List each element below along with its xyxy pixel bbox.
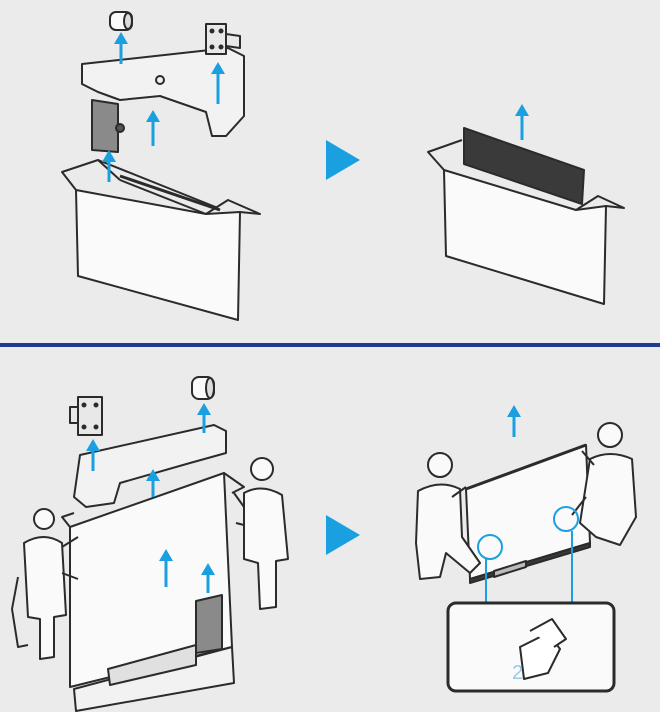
lift-arrows-group <box>86 403 521 593</box>
step-two-illustration: 2 <box>11 376 637 712</box>
person-left <box>11 508 79 660</box>
tv-box-open <box>61 159 261 321</box>
stand-plate <box>91 99 125 153</box>
lift-arrow-right <box>515 104 529 140</box>
lift-arrows-group <box>102 32 225 182</box>
foam-insert-top <box>81 47 245 137</box>
tv-in-box <box>427 127 625 305</box>
play-triangle-icon <box>326 140 360 180</box>
section-divider <box>0 343 660 347</box>
stand-bracket-icon <box>69 396 103 436</box>
person-left-kneeling <box>415 452 481 580</box>
tv-lifted-scene <box>465 443 591 584</box>
cap-piece-icon <box>109 11 133 31</box>
play-triangle-icon <box>326 515 360 555</box>
step-two-panel: 2 <box>0 347 660 712</box>
step-one-panel <box>0 0 660 343</box>
zoom-inset <box>446 601 616 693</box>
person-right <box>233 457 289 610</box>
step-one-illustration <box>61 11 625 321</box>
stand-bracket-icon <box>205 23 241 55</box>
zoom-mark-label: 2 <box>512 662 523 684</box>
person-right-kneeling <box>571 422 637 546</box>
cap-piece-icon <box>191 376 215 400</box>
